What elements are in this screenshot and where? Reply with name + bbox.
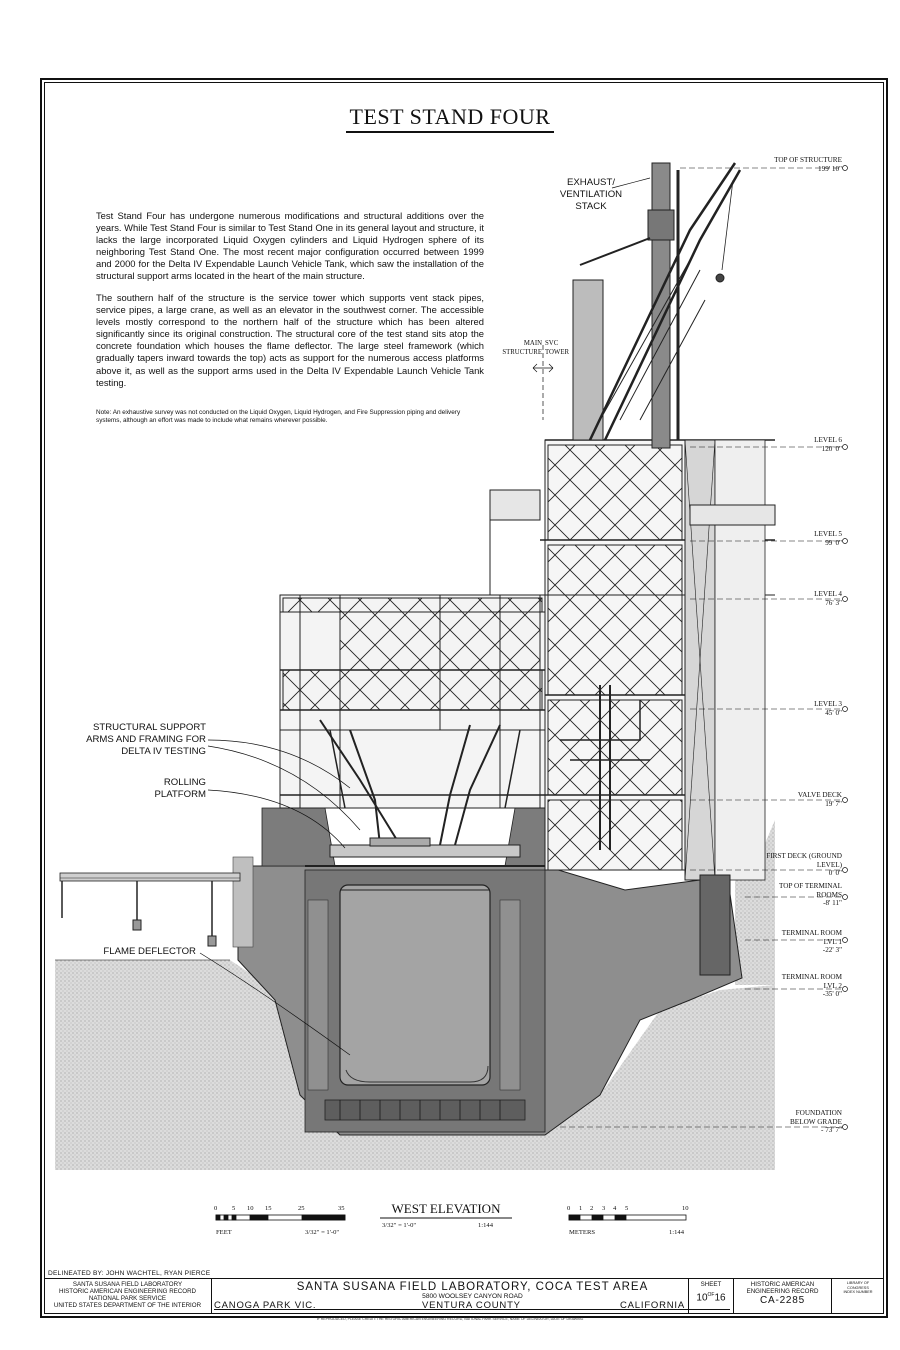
description-paragraph-1: Test Stand Four has undergone numerous m… bbox=[96, 210, 484, 282]
meter-tick-4: 4 bbox=[613, 1205, 617, 1212]
vicinity: CANOGA PARK VIC. bbox=[214, 1300, 317, 1311]
meter-tick-5: 5 bbox=[625, 1205, 629, 1212]
title-block: SANTA SUSANA FIELD LABORATORY HISTORIC A… bbox=[44, 1278, 884, 1313]
project-address: 5800 WOOLSEY CANYON ROAD bbox=[422, 1293, 523, 1300]
level-label-foundation: FOUNDATION BELOW GRADE- 73' 7" bbox=[790, 1109, 842, 1134]
view-title: WEST ELEVATION bbox=[391, 1201, 501, 1216]
feet-scale-bar bbox=[215, 1214, 346, 1221]
survey-note: Note: An exhaustive survey was not condu… bbox=[96, 409, 461, 424]
meter-scale-bar bbox=[568, 1214, 687, 1221]
level-markers bbox=[842, 165, 848, 1130]
drawing-title: TEST STAND FOUR bbox=[0, 104, 900, 133]
reproduction-credit: IF REPRODUCED, PLEASE CREDIT: THE HISTOR… bbox=[316, 1317, 584, 1321]
view-scale-ratio: 1:144 bbox=[478, 1222, 494, 1229]
view-scale-imperial: 3/32" = 1'-0" bbox=[382, 1222, 417, 1229]
delineated-by: DELINEATED BY: JOHN WACHTEL, RYAN PIERCE bbox=[48, 1270, 211, 1277]
feet-tick-35: 35 bbox=[338, 1205, 345, 1212]
sheet-block: SHEET 10OF16 bbox=[688, 1279, 734, 1313]
support-arms-callout: STRUCTURAL SUPPORT ARMS AND FRAMING FOR … bbox=[86, 722, 206, 757]
feet-ratio: 3/32" = 1'-0" bbox=[305, 1229, 340, 1236]
meter-tick-2: 2 bbox=[590, 1205, 594, 1212]
agency-block: SANTA SUSANA FIELD LABORATORY HISTORIC A… bbox=[44, 1279, 212, 1313]
loc-index-block: LIBRARY OF CONGRESS INDEX NUMBER bbox=[843, 1281, 873, 1295]
feet-tick-15: 15 bbox=[265, 1205, 272, 1212]
rolling-platform-callout: ROLLING PLATFORM bbox=[154, 777, 206, 800]
level-label-terminal-1: TERMINAL ROOM LVL 1-22' 3" bbox=[781, 929, 842, 954]
meter-tick-1: 1 bbox=[579, 1205, 583, 1212]
project-name: SANTA SUSANA FIELD LABORATORY, COCA TEST… bbox=[296, 1281, 649, 1293]
haer-block: HISTORIC AMERICAN ENGINEERING RECORD CA-… bbox=[734, 1279, 832, 1313]
level-leader-lines bbox=[560, 167, 845, 1128]
haer-number: CA-2285 bbox=[759, 1295, 806, 1306]
flame-deflector bbox=[307, 884, 526, 1121]
sheet-border bbox=[40, 78, 888, 1318]
meter-unit: METERS bbox=[569, 1229, 596, 1236]
meter-tick-3: 3 bbox=[602, 1205, 606, 1212]
feet-unit: FEET bbox=[216, 1229, 232, 1236]
level-label-first-deck: FIRST DECK (GROUND LEVEL)0' 0" bbox=[766, 852, 842, 877]
main-svc-divider bbox=[532, 345, 554, 420]
service-tower bbox=[489, 162, 776, 976]
project-block: SANTA SUSANA FIELD LABORATORY, COCA TEST… bbox=[212, 1279, 734, 1313]
west-pipe-bridge bbox=[59, 872, 241, 947]
meter-tick-10: 10 bbox=[682, 1205, 689, 1212]
state: CALIFORNIA bbox=[620, 1300, 686, 1311]
feet-tick-10: 10 bbox=[247, 1205, 254, 1212]
meter-ratio: 1:144 bbox=[669, 1229, 685, 1236]
level-label-top-terminal: TOP OF TERMINAL ROOMS-8' 11" bbox=[779, 882, 842, 907]
flame-deflector-callout: FLAME DEFLECTOR bbox=[103, 946, 196, 957]
feet-tick-0: 0 bbox=[214, 1205, 218, 1212]
county: VENTURA COUNTY bbox=[422, 1300, 521, 1311]
level-label-terminal-2: TERMINAL ROOM LVL 2-35' 0" bbox=[781, 973, 842, 998]
exhaust-stack-callout: EXHAUST/ VENTILATION STACK bbox=[559, 177, 623, 212]
sheet-label: SHEET bbox=[700, 1281, 722, 1288]
sheet-number: 10OF16 bbox=[696, 1292, 726, 1304]
feet-tick-25: 25 bbox=[298, 1205, 305, 1212]
feet-tick-5: 5 bbox=[232, 1205, 236, 1212]
north-steel-framework bbox=[279, 594, 546, 867]
callout-leaders bbox=[199, 177, 651, 1056]
description-paragraph-2: The southern half of the structure is th… bbox=[96, 292, 484, 388]
meter-tick-0: 0 bbox=[567, 1205, 571, 1212]
inner-border bbox=[44, 82, 884, 1314]
